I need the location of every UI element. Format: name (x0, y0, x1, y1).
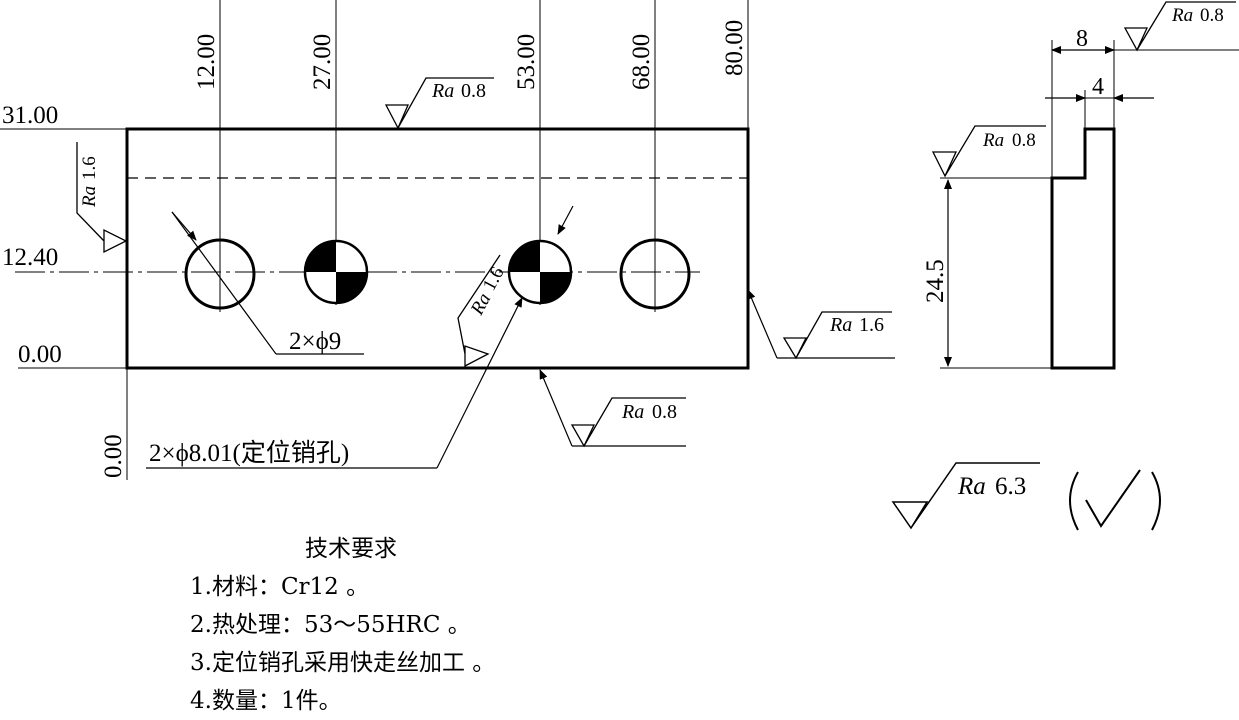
roughness-left: Ra 1.6 (76, 142, 128, 254)
through-hole-left (184, 238, 256, 310)
svg-text:6.3: 6.3 (995, 473, 1026, 500)
side-view-outline (1050, 127, 1116, 370)
svg-text:Ra: Ra (431, 80, 454, 102)
dim-text-0-00: 0.00 (18, 341, 62, 368)
svg-text:1.6: 1.6 (859, 314, 884, 336)
dim-text-80: 80.00 (721, 20, 748, 76)
plate-outline (125, 127, 750, 370)
svg-text:0.8: 0.8 (1200, 5, 1224, 26)
dowel-hole-left (303, 239, 369, 305)
svg-text:0.8: 0.8 (1012, 130, 1036, 151)
note-item: 4.数量：1件。 (190, 688, 342, 714)
svg-text:Ra: Ra (829, 314, 852, 336)
svg-text:0.8: 0.8 (652, 401, 677, 423)
dim-text-68: 68.00 (628, 34, 655, 90)
dowel-hole-callout: 2×ϕ8.01(定位销孔) (149, 439, 349, 467)
roughness-top: Ra 0.8 (384, 77, 494, 130)
svg-text:Ra: Ra (957, 473, 986, 500)
notes-title: 技术要求 (305, 536, 397, 562)
roughness-side-left: Ra 0.8 (931, 125, 1046, 178)
svg-text:1.6: 1.6 (479, 264, 509, 295)
svg-text:Ra: Ra (466, 290, 495, 319)
dowel-hole-right (507, 239, 573, 305)
note-item: 3.定位销孔采用快走丝加工 。 (190, 650, 496, 676)
roughness-general: Ra 6.3 (891, 462, 1161, 531)
dowel-hole-leader (436, 297, 523, 469)
dim-text-27: 27.00 (309, 34, 336, 90)
dim-text-12: 12.00 (193, 34, 220, 90)
dim-text-x0: 0.00 (100, 434, 127, 478)
roughness-bottom: Ra 0.8 (539, 369, 686, 448)
note-item: 1.材料：Cr12 。 (190, 574, 370, 600)
svg-text:0.8: 0.8 (461, 80, 486, 102)
svg-text:1.6: 1.6 (79, 156, 100, 180)
side-dim-24-5: 24.5 (922, 259, 949, 303)
side-dim-8: 8 (1076, 26, 1088, 52)
through-hole-right (619, 238, 691, 310)
roughness-right: Ra 1.6 (747, 289, 895, 360)
dim-text-53: 53.00 (513, 34, 540, 90)
dim-text-31: 31.00 (2, 102, 58, 129)
side-dim-4: 4 (1092, 74, 1104, 100)
dim-text-12-40: 12.40 (2, 244, 58, 271)
svg-text:Ra: Ra (1171, 5, 1193, 26)
through-hole-callout: 2×ϕ9 (289, 328, 341, 355)
svg-text:Ra: Ra (79, 186, 100, 208)
svg-text:Ra: Ra (982, 130, 1004, 151)
roughness-side-top: Ra 0.8 (1123, 1, 1236, 52)
note-item: 2.热处理：53～55HRC 。 (190, 612, 471, 638)
technical-requirements: 技术要求 1.材料：Cr12 。 2.热处理：53～55HRC 。 3.定位销孔… (190, 530, 495, 720)
svg-text:Ra: Ra (621, 401, 644, 423)
